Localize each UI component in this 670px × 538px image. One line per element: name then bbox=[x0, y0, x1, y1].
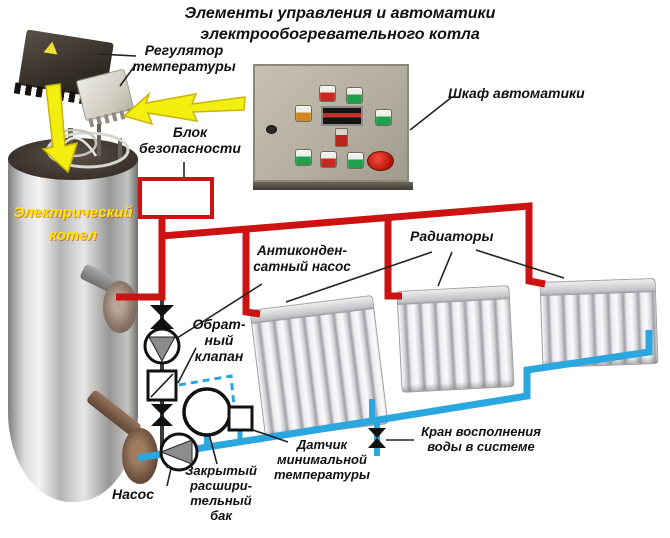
supply-pipe-drop-2 bbox=[384, 218, 402, 300]
safety-block-box bbox=[138, 177, 214, 219]
main-pump-symbol bbox=[159, 432, 199, 472]
return-pipe-main bbox=[137, 330, 653, 462]
min-temp-sensor-symbol bbox=[227, 405, 254, 432]
pointer-radiator-1 bbox=[285, 251, 433, 303]
safety-block-label: Блок безопасности bbox=[139, 124, 241, 157]
temperature-regulator-label: Регулятор температуры bbox=[132, 42, 236, 75]
pointer-radiator-2 bbox=[437, 251, 453, 287]
diagram-title: Элементы управления и автоматики электро… bbox=[184, 5, 496, 44]
valve-1-icon bbox=[150, 305, 174, 329]
water-refill-valve-label: Кран восполнения воды в системе bbox=[421, 424, 541, 454]
supply-pipe-drop-1 bbox=[242, 229, 261, 318]
check-valve-label: Обрат- ный клапан bbox=[192, 316, 246, 365]
cabinet-indicator-green-4 bbox=[347, 152, 364, 169]
pointer-anticondensate-pump bbox=[173, 283, 263, 341]
valve-2-icon bbox=[151, 404, 173, 426]
cabinet-emergency-stop-button bbox=[367, 151, 394, 171]
cabinet-indicator-green-2 bbox=[375, 109, 392, 126]
pointer-regulator-light bbox=[119, 63, 137, 87]
anticondensate-pump-label: Антиконден- сатный насос bbox=[253, 243, 351, 274]
cabinet-indicator-green-3 bbox=[295, 149, 312, 166]
min-temp-sensor-label: Датчик минимальной температуры bbox=[273, 437, 371, 482]
pump-label: Насос bbox=[112, 486, 155, 502]
supply-pipe-boiler-riser bbox=[116, 218, 166, 301]
automation-cabinet bbox=[253, 64, 413, 190]
boiler-outlet-flange bbox=[103, 281, 137, 333]
cabinet-toggle-switch bbox=[335, 128, 348, 147]
cabinet-indicator-green-1 bbox=[346, 87, 363, 104]
pointer-check-valve bbox=[177, 347, 197, 384]
electric-boiler-label: Электрический котел bbox=[13, 204, 133, 244]
cabinet-digital-display bbox=[321, 106, 363, 126]
expansion-tank-label: Закрытый расшири- тельный бак bbox=[185, 463, 257, 523]
cabinet-indicator-red-1 bbox=[319, 85, 336, 102]
cabinet-keyhole bbox=[266, 125, 277, 134]
automation-cabinet-label: Шкаф автоматики bbox=[448, 85, 585, 101]
pointer-sensor bbox=[249, 428, 289, 443]
yellow-lightning-arrow bbox=[122, 91, 246, 126]
radiators-label: Радиаторы bbox=[410, 228, 494, 244]
pointer-regulator-dark bbox=[97, 53, 137, 57]
expansion-tank-symbol bbox=[182, 387, 232, 437]
pointer-radiator-3 bbox=[475, 249, 565, 279]
yellow-arrow-down bbox=[41, 83, 79, 174]
dashed-capillary-line bbox=[178, 374, 236, 407]
check-valve-symbol bbox=[146, 369, 178, 402]
cabinet-indicator-red-2 bbox=[320, 151, 337, 168]
pointer-cabinet bbox=[409, 96, 453, 131]
cabinet-indicator-amber bbox=[295, 105, 312, 122]
refill-valve-icon bbox=[368, 428, 386, 448]
supply-pipe-main bbox=[161, 202, 546, 288]
anticondensate-pump-symbol bbox=[143, 327, 181, 365]
